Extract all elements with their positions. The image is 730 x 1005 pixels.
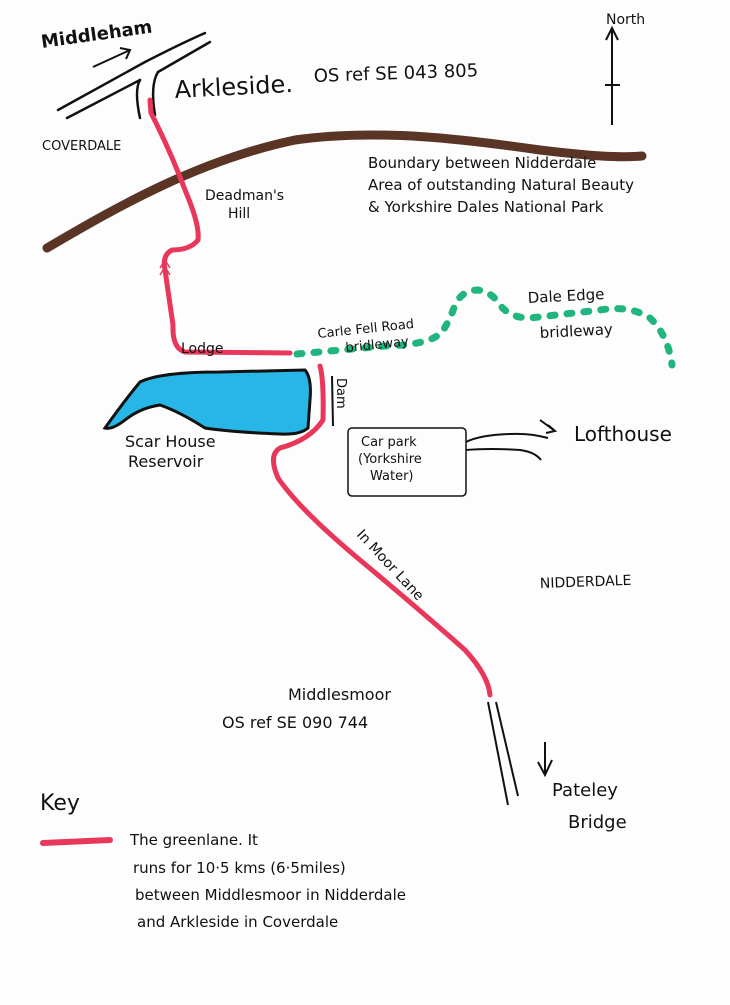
dam-line — [331, 375, 334, 427]
label-lodge: Lodge — [181, 341, 224, 357]
car-park-box — [347, 427, 467, 497]
label-dale-bridleway: bridleway — [539, 320, 613, 342]
greenlane-route — [147, 97, 493, 698]
label-hill: Hill — [228, 206, 250, 222]
label-boundary-line-1: Boundary between Nidderdale — [368, 154, 596, 172]
north-arrow-icon — [605, 25, 620, 125]
label-arkleside-ref: OS ref SE 043 805 — [313, 60, 478, 87]
key-description-line-4: and Arkleside in Coverdale — [137, 913, 338, 931]
label-middleham: Middleham — [40, 17, 154, 53]
key-description-line-3: between Middlesmoor in Nidderdale — [135, 886, 406, 904]
road-lofthouse — [465, 419, 558, 461]
arrow-to-middleham-icon — [92, 47, 132, 68]
scar-house-reservoir — [102, 368, 312, 436]
label-boundary-line-3: & Yorkshire Dales National Park — [368, 198, 604, 216]
road-pateley-bridge — [487, 701, 553, 806]
label-car-park-1: Car park — [361, 435, 417, 450]
label-middlesmoor-ref: OS ref SE 090 744 — [222, 713, 368, 732]
label-bridge: Bridge — [568, 812, 627, 833]
label-lofthouse: Lofthouse — [574, 422, 672, 446]
label-deadmans: Deadman's — [205, 188, 284, 204]
direction-chevrons-icon — [159, 258, 171, 276]
key-greenlane-swatch — [40, 837, 113, 846]
label-arkleside: Arkleside. — [174, 70, 294, 104]
label-dale-edge: Dale Edge — [527, 285, 604, 307]
label-car-park-3: Water) — [370, 469, 414, 484]
label-middlesmoor: Middlesmoor — [288, 685, 391, 704]
label-carle-bridleway: bridleway — [345, 334, 410, 356]
label-coverdale: COVERDALE — [42, 139, 121, 154]
key-description-line-2: runs for 10·5 kms (6·5miles) — [133, 859, 346, 877]
key-description-line-1: The greenlane. It — [129, 831, 258, 849]
label-reservoir-2: Reservoir — [128, 452, 204, 471]
label-nidderdale: NIDDERDALE — [540, 573, 632, 592]
road-middleham — [56, 31, 212, 120]
label-pateley: Pateley — [552, 780, 618, 801]
park-boundary-line — [42, 130, 647, 253]
bridleway-dotted-line — [293, 286, 676, 369]
label-reservoir-1: Scar House — [125, 432, 216, 451]
label-north: North — [606, 12, 645, 28]
label-dam: Dam — [333, 378, 348, 409]
key-title: Key — [40, 791, 80, 816]
label-boundary-line-2: Area of outstanding Natural Beauty — [368, 176, 634, 194]
label-car-park-2: (Yorkshire — [358, 452, 422, 467]
